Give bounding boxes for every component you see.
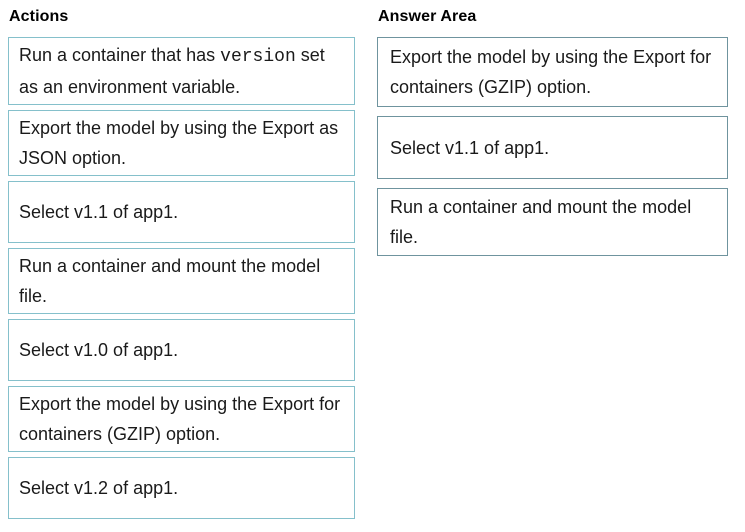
action-item-run-container-mount[interactable]: Run a container and mount the model file…: [8, 248, 355, 314]
actions-heading: Actions: [9, 8, 69, 25]
action-item-text: Export the model by using the Export as …: [19, 118, 339, 168]
answer-slot-text: Select v1.1 of app1.: [390, 137, 550, 158]
answer-area-heading: Answer Area: [378, 8, 477, 25]
action-item-select-v10[interactable]: Select v1.0 of app1.: [8, 319, 355, 381]
action-item-text: Select v1.1 of app1.: [19, 202, 179, 222]
answer-slot-text: Run a container and mount the model file…: [390, 197, 692, 247]
answer-slot-select-v11[interactable]: Select v1.1 of app1.: [377, 116, 728, 179]
answer-slot-run-container-mount[interactable]: Run a container and mount the model file…: [377, 188, 728, 256]
action-item-text: Run a container and mount the model file…: [19, 256, 321, 306]
action-item-text: Run a container that has version set as …: [19, 45, 325, 97]
answer-area-column: Answer Area Export the model by using th…: [377, 8, 728, 265]
actions-column: Actions Run a container that has version…: [8, 8, 355, 524]
action-item-text: Select v1.0 of app1.: [19, 340, 179, 360]
action-item-export-json[interactable]: Export the model by using the Export as …: [8, 110, 355, 176]
action-item-text: Export the model by using the Export for…: [19, 394, 341, 444]
action-item-run-container-env-var[interactable]: Run a container that has version set as …: [8, 37, 355, 105]
mono-code-version: version: [220, 47, 296, 67]
action-item-select-v11[interactable]: Select v1.1 of app1.: [8, 181, 355, 243]
action-item-export-gzip[interactable]: Export the model by using the Export for…: [8, 386, 355, 452]
answer-slot-export-gzip[interactable]: Export the model by using the Export for…: [377, 37, 728, 107]
answer-slot-text: Export the model by using the Export for…: [390, 47, 712, 97]
action-item-select-v12[interactable]: Select v1.2 of app1.: [8, 457, 355, 519]
action-item-text: Select v1.2 of app1.: [19, 478, 179, 498]
